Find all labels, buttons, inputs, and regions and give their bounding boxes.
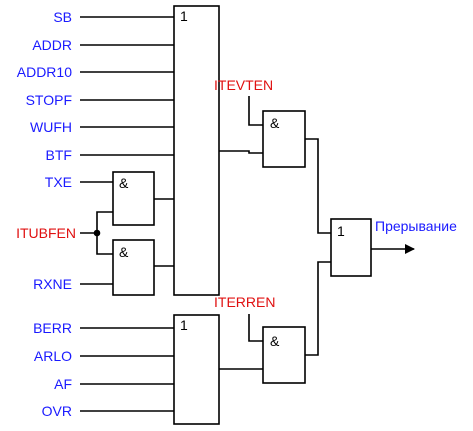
wire-or1-out <box>219 150 263 154</box>
signal-label-ovr: OVR <box>42 403 72 419</box>
wire-itevten <box>248 96 263 126</box>
signal-label-berr: BERR <box>33 320 72 336</box>
and-gate-event <box>262 110 306 168</box>
or-gate-events-symbol: 1 <box>180 8 188 24</box>
signal-label-af: AF <box>54 376 72 392</box>
wire-itubfen-to-txe <box>96 211 113 233</box>
and-gate-error <box>262 326 306 384</box>
signal-label-btf: BTF <box>46 147 72 163</box>
signal-label-addr10: ADDR10 <box>17 64 72 80</box>
or-gate-errors-symbol: 1 <box>180 317 188 333</box>
signal-label-addr: ADDR <box>32 37 72 53</box>
signal-label-txe: TXE <box>45 174 72 190</box>
wire-itubfen-to-rxne <box>96 233 113 255</box>
and-gate-event-symbol: & <box>270 115 280 131</box>
signal-label-iterren: ITERREN <box>214 294 275 310</box>
or-gate-final-symbol: 1 <box>337 223 345 239</box>
signal-label-sb: SB <box>53 9 72 25</box>
or-gate-final <box>330 218 372 277</box>
and-gate-error-symbol: & <box>270 333 280 349</box>
signal-label-itubfen: ITUBFEN <box>16 225 76 241</box>
and-gate-rxne-symbol: & <box>119 244 129 260</box>
signal-label-arlo: ARLO <box>34 348 72 364</box>
output-label: Прерывание <box>375 218 457 234</box>
wire-iterren <box>248 314 263 342</box>
or-gate-events <box>173 5 220 296</box>
wire-event-to-final <box>305 138 331 234</box>
and-gate-txe <box>112 171 155 226</box>
and-gate-rxne <box>112 239 155 296</box>
junction-dot <box>93 229 101 237</box>
signal-label-itevten: ITEVTEN <box>214 77 273 93</box>
and-gate-txe-symbol: & <box>119 175 129 191</box>
signal-label-stopf: STOPF <box>26 92 72 108</box>
wire-error-to-final <box>305 261 331 356</box>
signal-label-rxne: RXNE <box>33 276 72 292</box>
signal-label-wufh: WUFH <box>30 119 72 135</box>
